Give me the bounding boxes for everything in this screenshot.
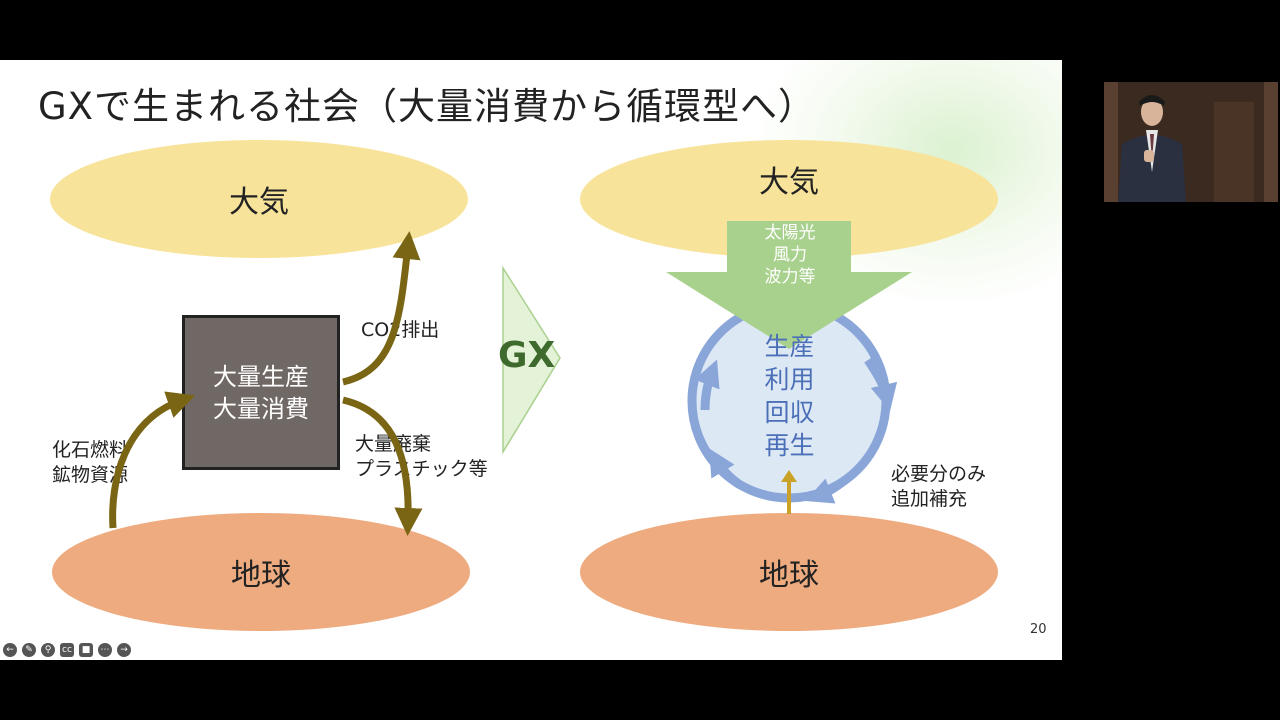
more-icon[interactable]: ⋯ <box>98 643 112 657</box>
co2-arrow <box>342 231 421 386</box>
video-curtain-left <box>1104 82 1118 202</box>
mass-production-label: 大量生産 <box>213 362 309 391</box>
left-earth-label: 地球 <box>231 558 291 593</box>
left-atmosphere-label: 大気 <box>229 185 289 220</box>
supplement-line-2: 追加補充 <box>891 488 968 510</box>
mass-waste-line-2: プラスチック等 <box>355 458 488 480</box>
renewables-label: 太陽光 風力 波力等 <box>735 222 845 288</box>
slide-title: GXで生まれる社会（大量消費から循環型へ） <box>38 85 817 128</box>
presenter-video[interactable] <box>1104 82 1278 202</box>
renewables-line-3: 波力等 <box>764 267 816 287</box>
page-number: 20 <box>1030 622 1047 637</box>
renewables-arrow <box>666 221 912 349</box>
supplement-line-1: 必要分のみ <box>891 463 987 485</box>
mass-consumption-label: 大量消費 <box>213 394 309 423</box>
diagram-arrows <box>109 221 912 536</box>
renewables-line-1: 太陽光 <box>764 223 816 243</box>
back-icon[interactable]: ← <box>3 643 17 657</box>
cycle-label: 生産 利用 回収 再生 <box>742 330 837 462</box>
cc-icon[interactable]: cc <box>60 643 74 657</box>
supplement-arrow-head <box>781 470 797 482</box>
cycle-line-2: 利用 <box>764 365 815 394</box>
camera-icon[interactable]: ■ <box>79 643 93 657</box>
fossil-fuel-line-1: 化石燃料 <box>52 439 129 461</box>
cycle-line-3: 回収 <box>764 398 815 427</box>
renewables-line-2: 風力 <box>773 245 807 265</box>
player-controls: ← ✎ ⚲ cc ■ ⋯ → <box>3 641 131 659</box>
gx-chevron-shape <box>502 265 561 455</box>
presenter-figure-icon <box>1113 95 1254 202</box>
supplement-label: 必要分のみ 追加補充 <box>891 462 986 512</box>
forward-icon[interactable]: → <box>117 643 131 657</box>
right-earth-ellipse: 地球 <box>580 513 998 631</box>
fossil-fuel-arrow <box>109 391 196 529</box>
cycle-line-4: 再生 <box>764 431 815 460</box>
fossil-fuel-line-2: 鉱物資源 <box>52 464 129 486</box>
gx-label: GX <box>498 335 556 376</box>
zoom-icon[interactable]: ⚲ <box>41 643 55 657</box>
video-curtain-right <box>1264 82 1278 202</box>
right-atmosphere-label: 大気 <box>759 165 819 200</box>
cycle-line-1: 生産 <box>764 332 815 361</box>
mass-production-box: 大量生産 大量消費 <box>182 315 340 470</box>
left-earth-ellipse: 地球 <box>52 513 470 631</box>
pen-icon[interactable]: ✎ <box>22 643 36 657</box>
fossil-fuel-label: 化石燃料 鉱物資源 <box>52 438 128 488</box>
co2-emission-label: CO2排出 <box>361 319 440 341</box>
right-earth-label: 地球 <box>759 558 819 593</box>
waste-arrow <box>342 396 423 536</box>
presentation-slide: GXで生まれる社会（大量消費から循環型へ） 大気 地球 大量生産 大量消費 CO… <box>0 60 1062 660</box>
